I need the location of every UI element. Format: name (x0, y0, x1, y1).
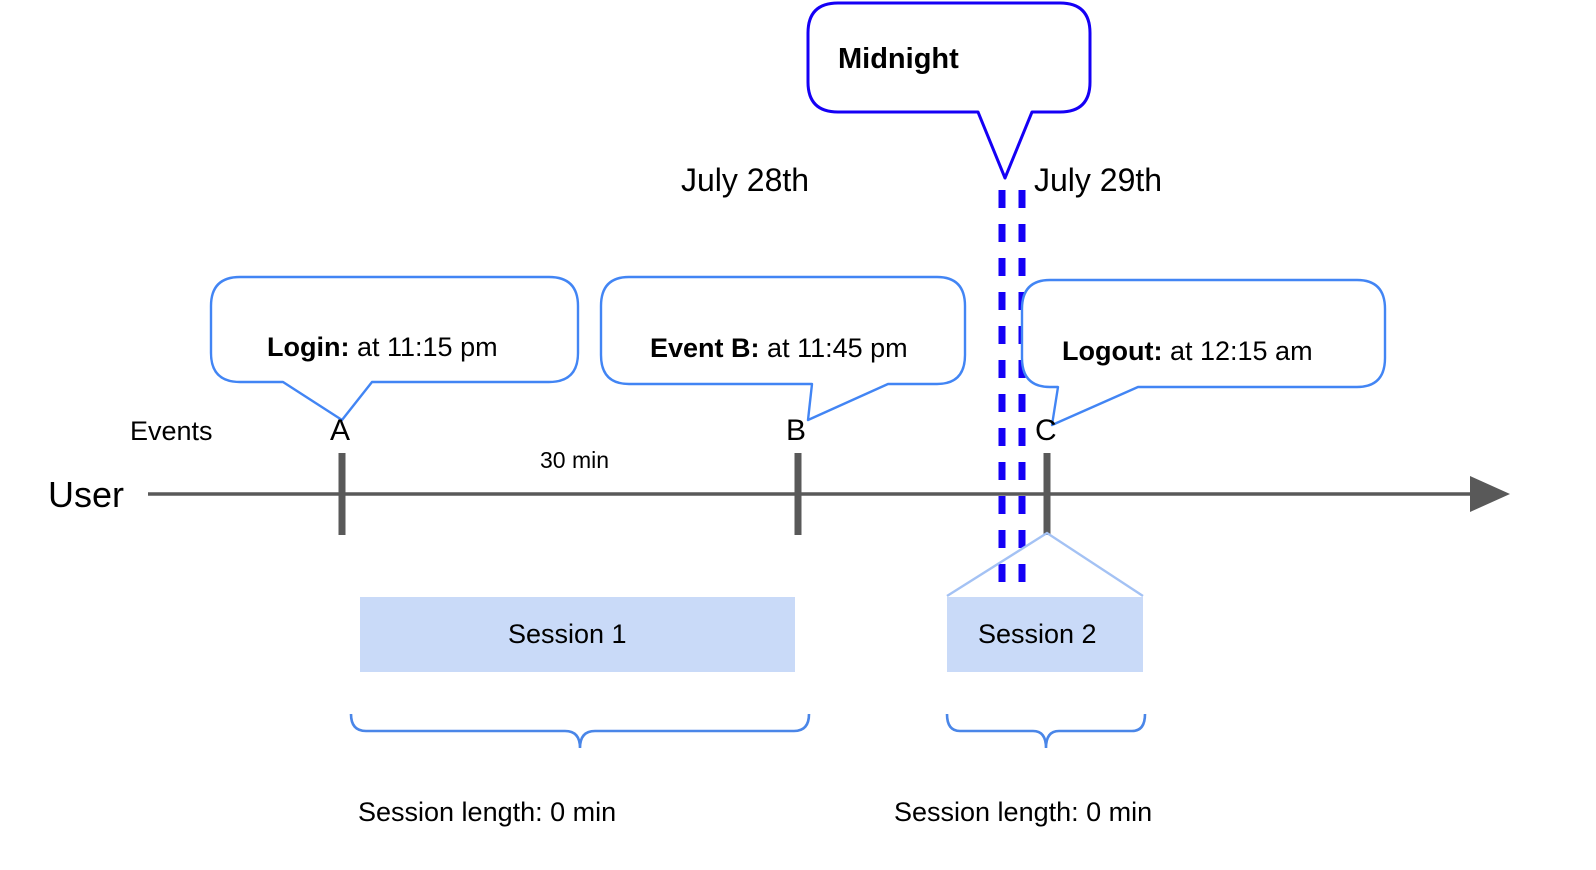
login-callout-bold: Login: (267, 332, 350, 362)
event-b-callout-bold: Event B: (650, 333, 760, 363)
gap-duration-label: 30 min (540, 447, 610, 473)
session-1-brace (349, 713, 811, 749)
login-callout-text: Login: at 11:15 pm (237, 307, 498, 388)
user-lane-label: User (48, 474, 125, 515)
event-tick-marks (338, 453, 1051, 535)
session-1-label: Session 1 (508, 619, 627, 649)
session-bars (360, 597, 1143, 672)
logout-callout-shape (1020, 278, 1387, 427)
event-letter-a: A (330, 414, 351, 447)
event-b-callout-text: Event B: at 11:45 pm (620, 308, 908, 389)
session-1-length-label: Session length: 0 min (358, 797, 617, 827)
login-callout-rest: at 11:15 pm (349, 332, 498, 362)
session-1-bar (360, 597, 795, 672)
session-2-connector (946, 531, 1144, 598)
session-2-bar (947, 597, 1143, 672)
session-2-brace (945, 713, 1147, 749)
event-b-callout-shape (599, 275, 967, 422)
logout-callout-bold: Logout: (1062, 336, 1163, 366)
session-2-label: Session 2 (978, 619, 1097, 649)
timeline-axis (148, 476, 1510, 512)
event-letter-b: B (786, 414, 807, 447)
event-letter-c: C (1035, 414, 1057, 447)
date-label-right: July 29th (1034, 162, 1163, 198)
date-label-left: July 28th (681, 162, 810, 198)
events-lane-label: Events (130, 416, 213, 446)
login-callout-shape (209, 275, 580, 422)
logout-callout-text: Logout: at 12:15 am (1032, 311, 1313, 392)
event-b-callout-rest: at 11:45 pm (759, 333, 908, 363)
midnight-label: Midnight (838, 43, 959, 75)
logout-callout-rest: at 12:15 am (1162, 336, 1313, 366)
midnight-divider-lines (998, 190, 1026, 583)
midnight-callout-shape (806, 1, 1092, 180)
session-2-length-label: Session length: 0 min (894, 797, 1153, 827)
